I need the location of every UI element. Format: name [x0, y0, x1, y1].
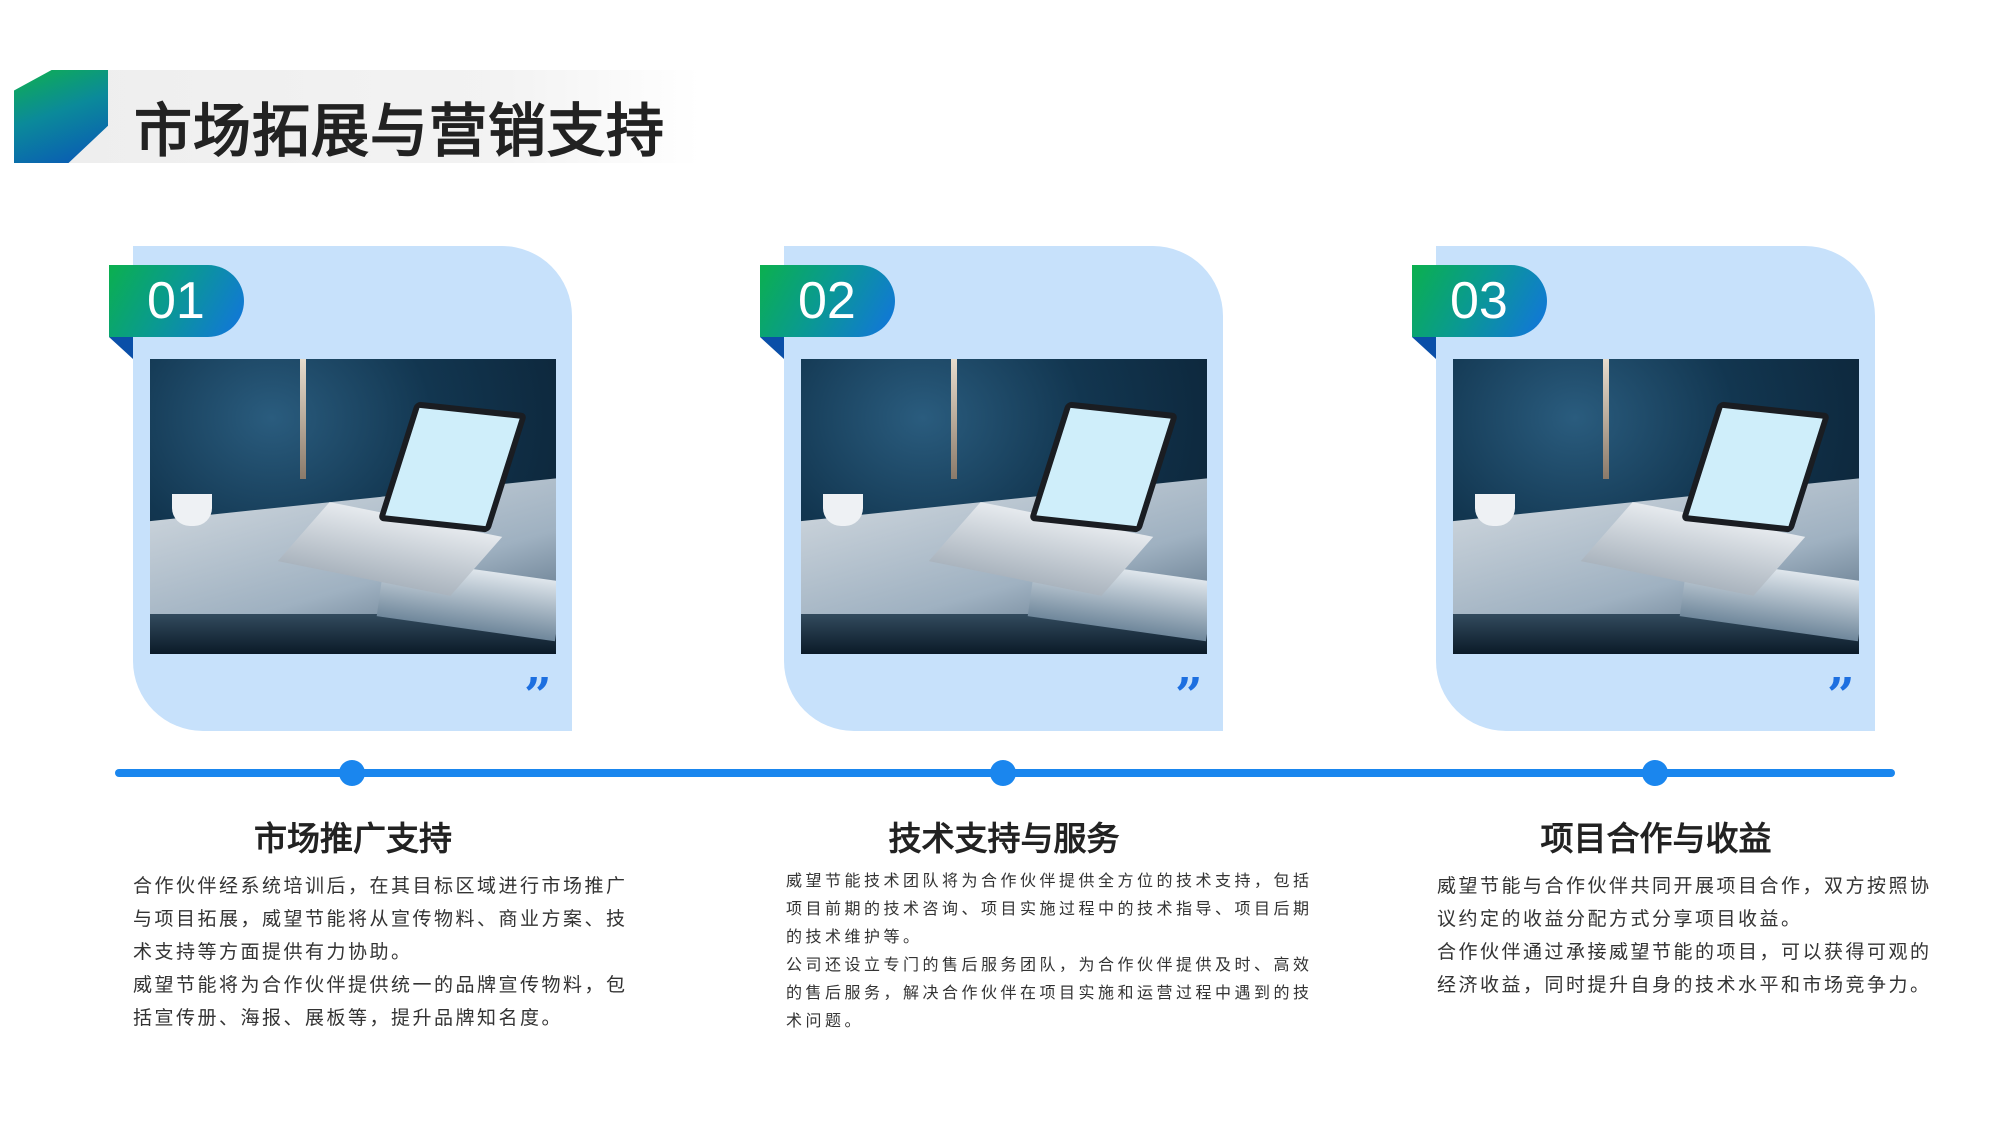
body-line: 合作伙伴经系统培训后，在其目标区域进行市场推广: [133, 876, 628, 897]
body-line: 议约定的收益分配方式分享项目收益。: [1437, 909, 1803, 930]
body-line: 经济收益，同时提升自身的技术水平和市场竞争力。: [1437, 975, 1932, 996]
laptop-photo: [801, 359, 1207, 654]
body-line: 威望节能将为合作伙伴提供统一的品牌宣传物料，包: [133, 975, 628, 996]
quote-icon: ”: [524, 668, 552, 724]
body-line: 与项目拓展，威望节能将从宣传物料、商业方案、技: [133, 909, 628, 930]
step-heading: 项目合作与收益: [1540, 820, 1772, 857]
laptop-photo: [150, 359, 556, 654]
body-line: 项目前期的技术咨询、项目实施过程中的技术指导、项目后期: [786, 901, 1313, 918]
timeline-line: [115, 769, 1895, 777]
body-line: 威望节能与合作伙伴共同开展项目合作，双方按照协: [1437, 876, 1932, 897]
badge-fold: [109, 337, 133, 359]
body-line: 的售后服务，解决合作伙伴在项目实施和运营过程中遇到的技: [786, 985, 1313, 1002]
step-description: 合作伙伴经系统培训后，在其目标区域进行市场推广与项目拓展，威望节能将从宣传物料、…: [133, 870, 628, 1035]
step-number-badge: 03: [1412, 265, 1547, 337]
badge-fold: [1412, 337, 1436, 359]
step-number-badge: 02: [760, 265, 895, 337]
quote-icon: ”: [1827, 668, 1855, 724]
body-line: 术问题。: [786, 1013, 865, 1030]
step-description: 威望节能技术团队将为合作伙伴提供全方位的技术支持，包括项目前期的技术咨询、项目实…: [786, 868, 1313, 1036]
body-line: 公司还设立专门的售后服务团队，为合作伙伴提供及时、高效: [786, 957, 1313, 974]
page-title: 市场拓展与营销支持: [134, 99, 666, 164]
body-line: 括宣传册、海报、展板等，提升品牌知名度。: [133, 1008, 564, 1029]
body-line: 合作伙伴通过承接威望节能的项目，可以获得可观的: [1437, 942, 1932, 963]
title-bar: [60, 70, 700, 163]
quote-icon: ”: [1175, 668, 1203, 724]
body-line: 术支持等方面提供有力协助。: [133, 942, 413, 963]
body-line: 的技术维护等。: [786, 929, 923, 946]
step-heading: 技术支持与服务: [888, 820, 1120, 857]
step-heading: 市场推广支持: [254, 820, 452, 857]
body-line: 威望节能技术团队将为合作伙伴提供全方位的技术支持，包括: [786, 873, 1313, 890]
badge-fold: [760, 337, 784, 359]
step-description: 威望节能与合作伙伴共同开展项目合作，双方按照协议约定的收益分配方式分享项目收益。…: [1437, 870, 1932, 1002]
step-number-badge: 01: [109, 265, 244, 337]
laptop-photo: [1453, 359, 1859, 654]
